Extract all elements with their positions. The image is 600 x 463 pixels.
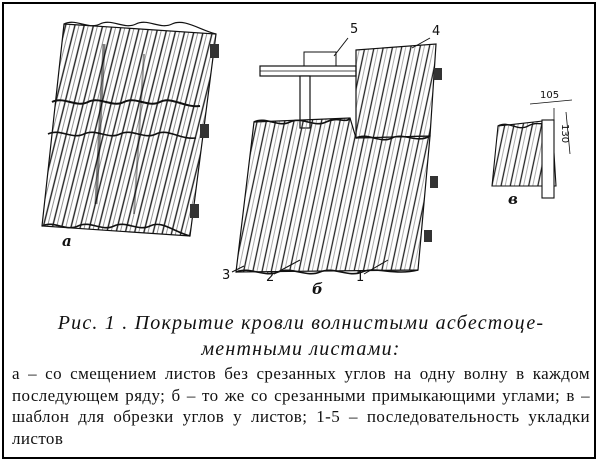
- caption-title-line-2: ментными листами:: [201, 338, 401, 360]
- panel-v-template: [491, 99, 573, 199]
- figure-frame: а б в 3 2 1 4 5 105 130 Рис. 1 . Покрыти…: [2, 2, 596, 459]
- panel-a-roof: [41, 21, 219, 237]
- caption-title-line-1: Рис. 1 . Покрытие кровли волнистыми асбе…: [57, 312, 545, 334]
- sheet-number-2: 2: [266, 270, 275, 285]
- caption-title: Рис. 1 . Покрытие кровли волнистыми асбе…: [4, 310, 598, 362]
- sheet-number-3: 3: [222, 268, 231, 283]
- panel-b-label: б: [312, 280, 323, 298]
- panel-v-label: в: [508, 190, 518, 208]
- sheet-number-5: 5: [350, 22, 359, 37]
- roof-illustration: а б в 3 2 1 4 5 105 130: [4, 4, 598, 304]
- panel-b-roof: [231, 37, 442, 275]
- caption-body: а – со смещением листов без срезанных уг…: [12, 364, 590, 448]
- dimension-130: 130: [559, 124, 570, 144]
- panel-a-label: а: [62, 232, 72, 250]
- roof-drawing: [41, 21, 573, 275]
- sheet-number-1: 1: [356, 270, 365, 285]
- dimension-105: 105: [540, 90, 560, 101]
- sheet-number-4: 4: [432, 24, 441, 39]
